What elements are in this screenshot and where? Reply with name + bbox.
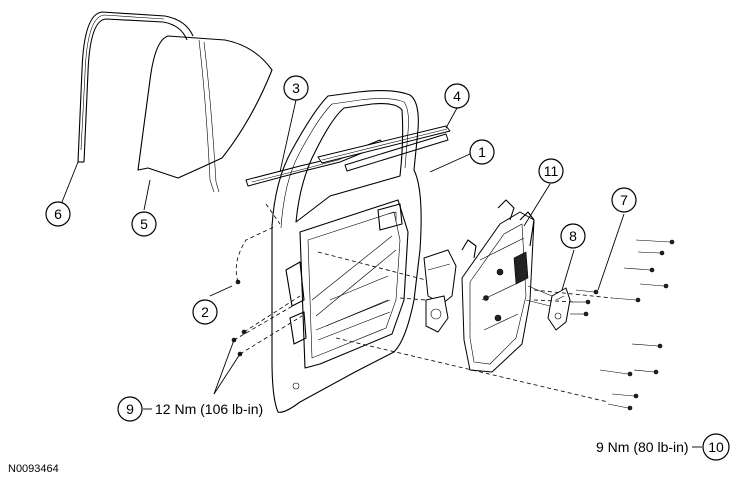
window-regulator <box>423 199 535 373</box>
bolt-set-7 <box>570 239 675 399</box>
torque-spec-10: 9 Nm (80 lb-in) <box>596 439 689 455</box>
callout-4: 4 <box>444 83 470 109</box>
callout-number: 6 <box>54 206 62 222</box>
callout-number: 5 <box>140 216 148 232</box>
alignment-lines <box>233 203 613 403</box>
callout-number: 3 <box>292 80 300 96</box>
callout-number: 8 <box>569 228 577 244</box>
belt-weatherstrip-outer <box>317 125 451 172</box>
callout-2: 2 <box>192 299 218 325</box>
callout-7: 7 <box>611 187 637 213</box>
callout-number: 1 <box>478 144 486 160</box>
bolt-10 <box>607 403 633 411</box>
callout-8: 8 <box>560 223 586 249</box>
callout-number: 9 <box>126 401 134 417</box>
callout-6: 6 <box>45 201 71 227</box>
regulator-motor <box>525 285 571 331</box>
torque-spec-9: 12 Nm (106 lb-in) <box>155 401 263 417</box>
callout-number: 2 <box>201 304 209 320</box>
callout-number: 11 <box>544 163 559 179</box>
callout-number: 4 <box>453 88 461 104</box>
leader-lines <box>61 99 702 448</box>
callout-11: 11 <box>538 158 564 184</box>
figure-id: N0093464 <box>8 463 59 475</box>
glass-run-channel <box>77 11 194 163</box>
callout-number: 10 <box>708 439 724 455</box>
callout-1: 1 <box>469 139 495 165</box>
clip-2 <box>235 225 277 285</box>
callout-number: 7 <box>620 192 628 208</box>
callout-3: 3 <box>283 75 309 101</box>
callout-9: 9 <box>117 396 143 422</box>
door-glass <box>137 35 273 193</box>
callout-10: 10 <box>702 433 730 461</box>
callout-5: 5 <box>131 211 157 237</box>
door-shell <box>271 89 422 413</box>
bolt-set-9 <box>231 329 247 357</box>
